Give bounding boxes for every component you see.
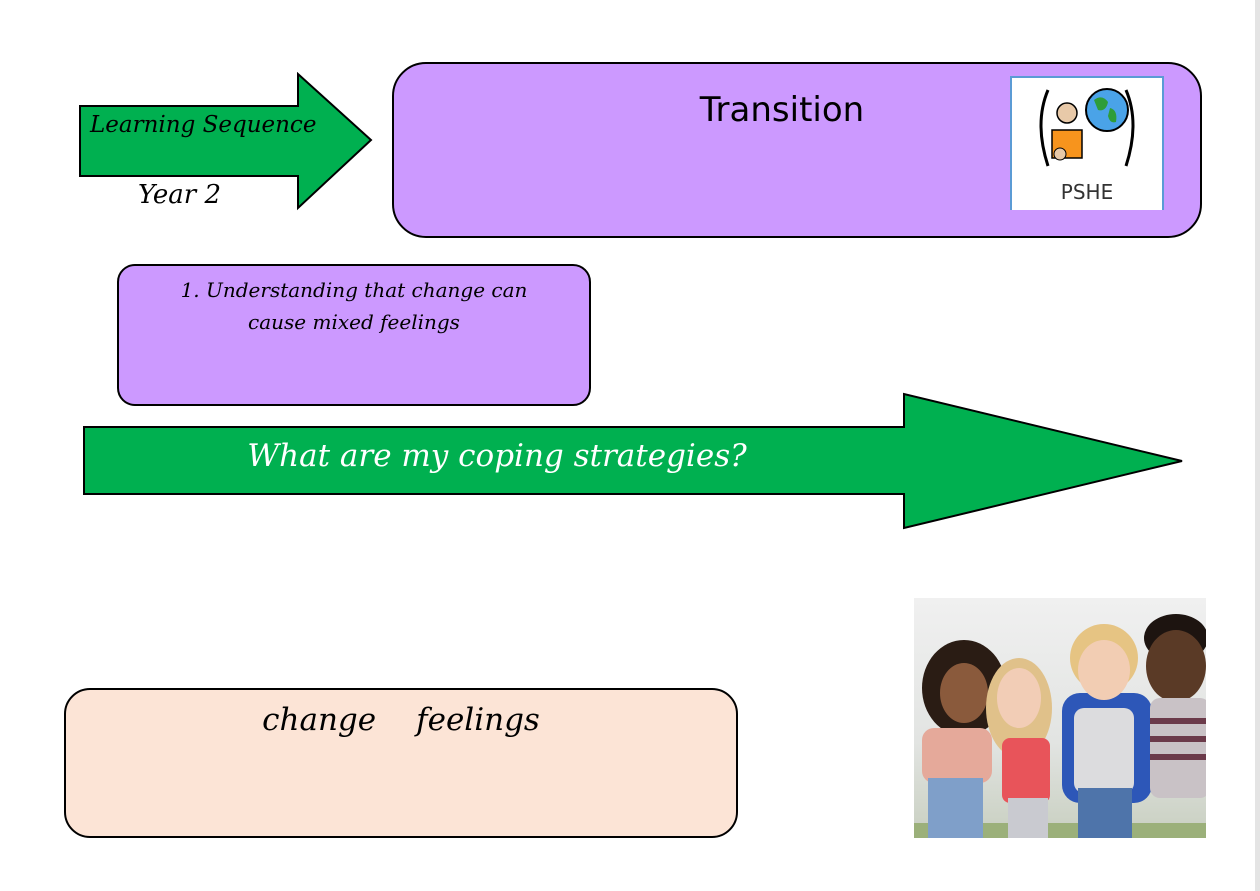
pshe-symbol: PSHE: [1010, 76, 1164, 210]
question-arrow: [83, 392, 1183, 530]
vocabulary-words: change feelings: [66, 702, 736, 738]
lesson-box: 1. Understanding that change can cause m…: [117, 264, 591, 406]
vocab-word: change: [262, 702, 377, 738]
teacher-globe-icon: [1039, 88, 1135, 167]
children-photo: [914, 598, 1206, 838]
topic-box: Transition PSHE: [392, 62, 1202, 238]
children-photo-image: [914, 614, 1206, 838]
learning-sequence-arrow: [79, 72, 373, 211]
page-edge: [1255, 0, 1260, 891]
learning-sequence-label: Learning Sequence: [90, 112, 317, 138]
year-label: Year 2: [138, 180, 222, 210]
question-text: What are my coping strategies?: [247, 438, 747, 474]
topic-title: Transition: [699, 90, 865, 130]
lesson-text: 1. Understanding that change can cause m…: [180, 278, 528, 334]
vocabulary-box: change feelings: [64, 688, 738, 838]
vocab-word: feelings: [416, 702, 540, 738]
pshe-label: PSHE: [1060, 180, 1114, 204]
